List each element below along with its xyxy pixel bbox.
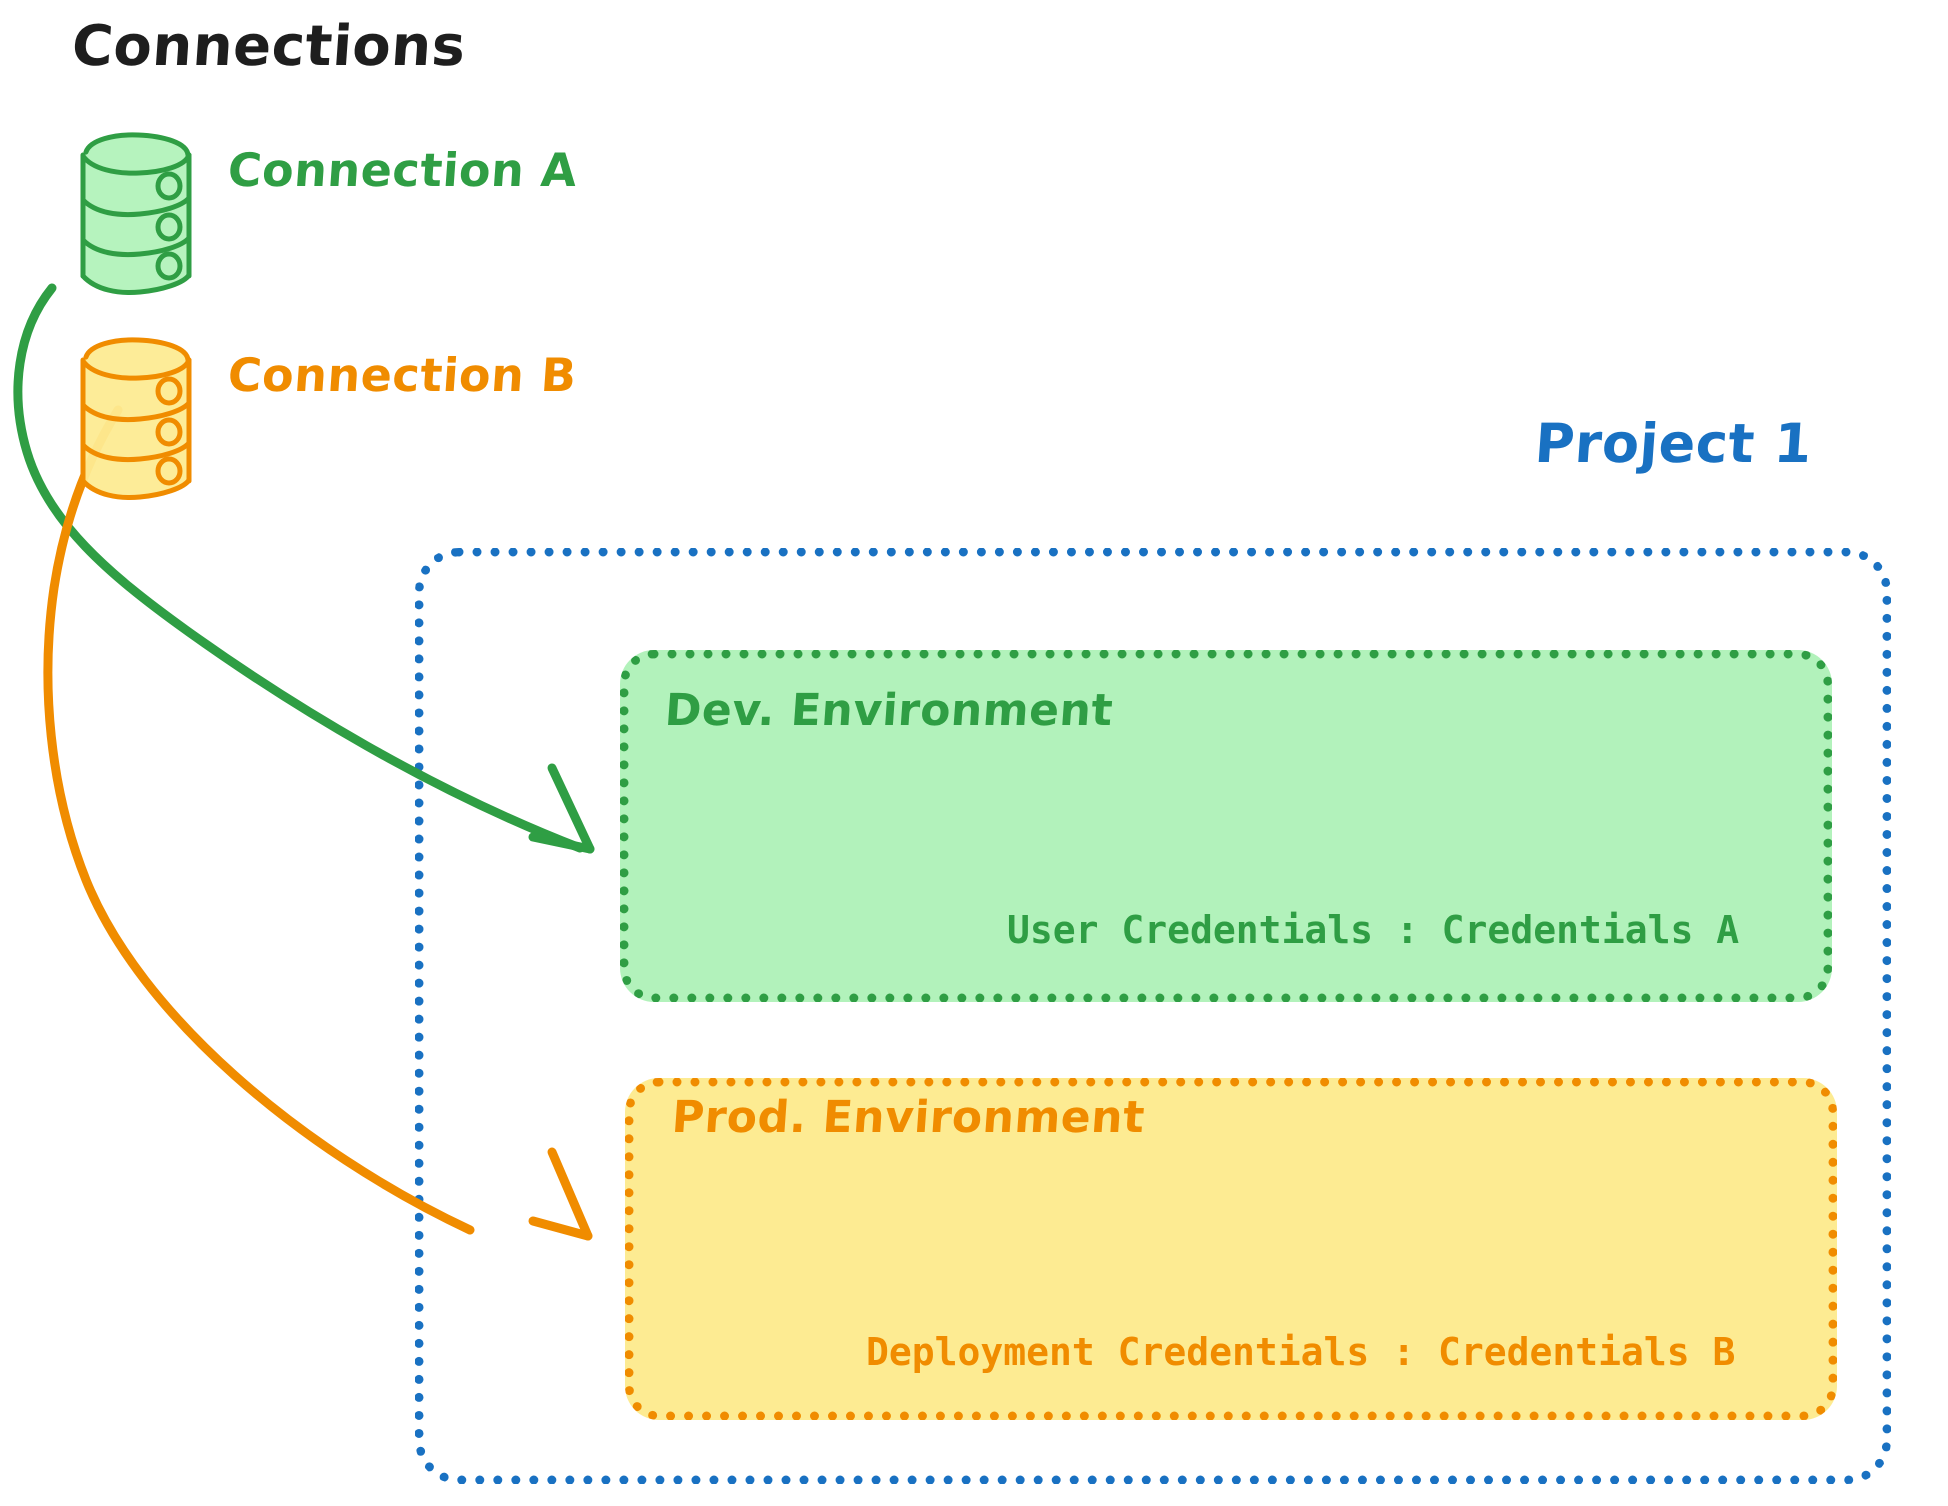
dev-environment-box <box>620 650 1832 1002</box>
connection-a-label: Connection A <box>226 143 579 197</box>
project-boundary-box <box>415 548 1891 1484</box>
connection-b-label: Connection B <box>226 348 579 402</box>
database-cylinder-icon-connection-a <box>80 132 192 295</box>
arrow-connection-b-to-prod <box>43 405 593 1241</box>
arrow-connection-a-to-dev <box>13 283 595 854</box>
prod-environment-box <box>625 1078 1837 1420</box>
prod-environment-title: Prod. Environment <box>670 1092 1147 1143</box>
dev-environment-title: Dev. Environment <box>663 685 1115 736</box>
page-title: Connections <box>69 14 468 79</box>
dev-environment-credentials: User Credentials : Credentials A <box>1007 908 1740 952</box>
prod-environment-credentials: Deployment Credentials : Credentials B <box>866 1330 1736 1374</box>
project-title-label: Project 1 <box>1532 412 1815 475</box>
database-cylinder-icon-connection-b <box>80 337 192 500</box>
